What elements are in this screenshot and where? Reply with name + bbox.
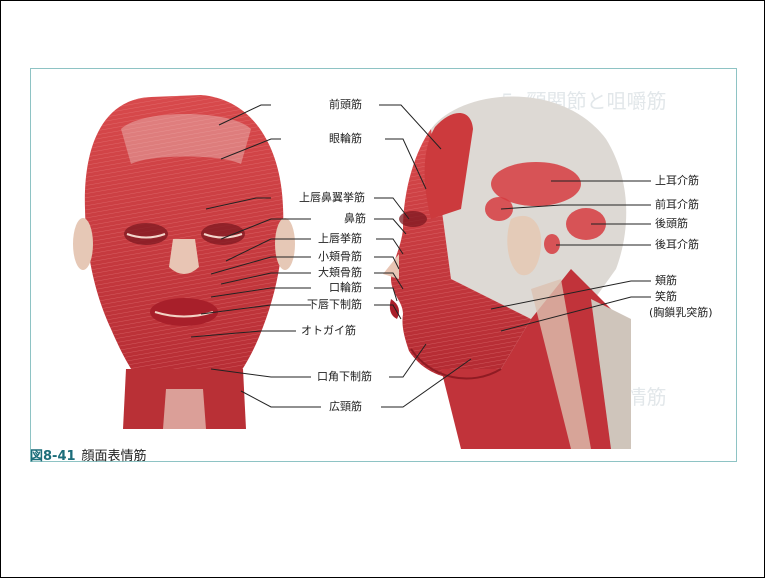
- figure-plate: 5. 頸関節と咀嚼筋 6. 顔面表情筋: [30, 68, 737, 462]
- figure-caption: 図8-41 顔面表情筋: [30, 445, 147, 464]
- label-occipitalis: 後頭筋: [655, 218, 688, 230]
- label-zygomatic-minor: 小頬骨筋: [318, 251, 362, 263]
- label-orbicularis-oris: 口輪筋: [329, 282, 362, 294]
- label-nasalis: 鼻筋: [344, 213, 366, 225]
- label-auricularis-superior: 上耳介筋: [655, 175, 699, 187]
- label-platysma: 広頸筋: [329, 401, 362, 413]
- side-head: [383, 97, 631, 450]
- figure-number: 図8-41: [30, 449, 76, 464]
- label-levator-labii: 上唇挙筋: [318, 233, 362, 245]
- label-auricularis-posterior: 後耳介筋: [655, 239, 699, 251]
- label-buccinator: 頬筋: [655, 275, 677, 287]
- label-depressor-anguli: 口角下制筋: [317, 371, 372, 383]
- figure-title: 顔面表情筋: [82, 449, 147, 464]
- label-orbicularis-oculi: 眼輪筋: [329, 133, 362, 145]
- label-auricularis-anterior: 前耳介筋: [655, 199, 699, 211]
- label-levator-labii-alaeque: 上唇鼻翼挙筋: [299, 192, 365, 204]
- front-head: [73, 95, 295, 429]
- label-zygomatic-major: 大頬骨筋: [318, 267, 362, 279]
- label-sternocleidomastoid: (胸鎖乳突筋): [649, 307, 713, 319]
- face-muscles-illustration: [31, 69, 736, 461]
- label-depressor-labii: 下唇下制筋: [307, 299, 362, 311]
- label-mentalis: オトガイ筋: [301, 325, 356, 337]
- label-frontalis: 前頭筋: [329, 99, 362, 111]
- label-risorius: 笑筋: [655, 291, 677, 303]
